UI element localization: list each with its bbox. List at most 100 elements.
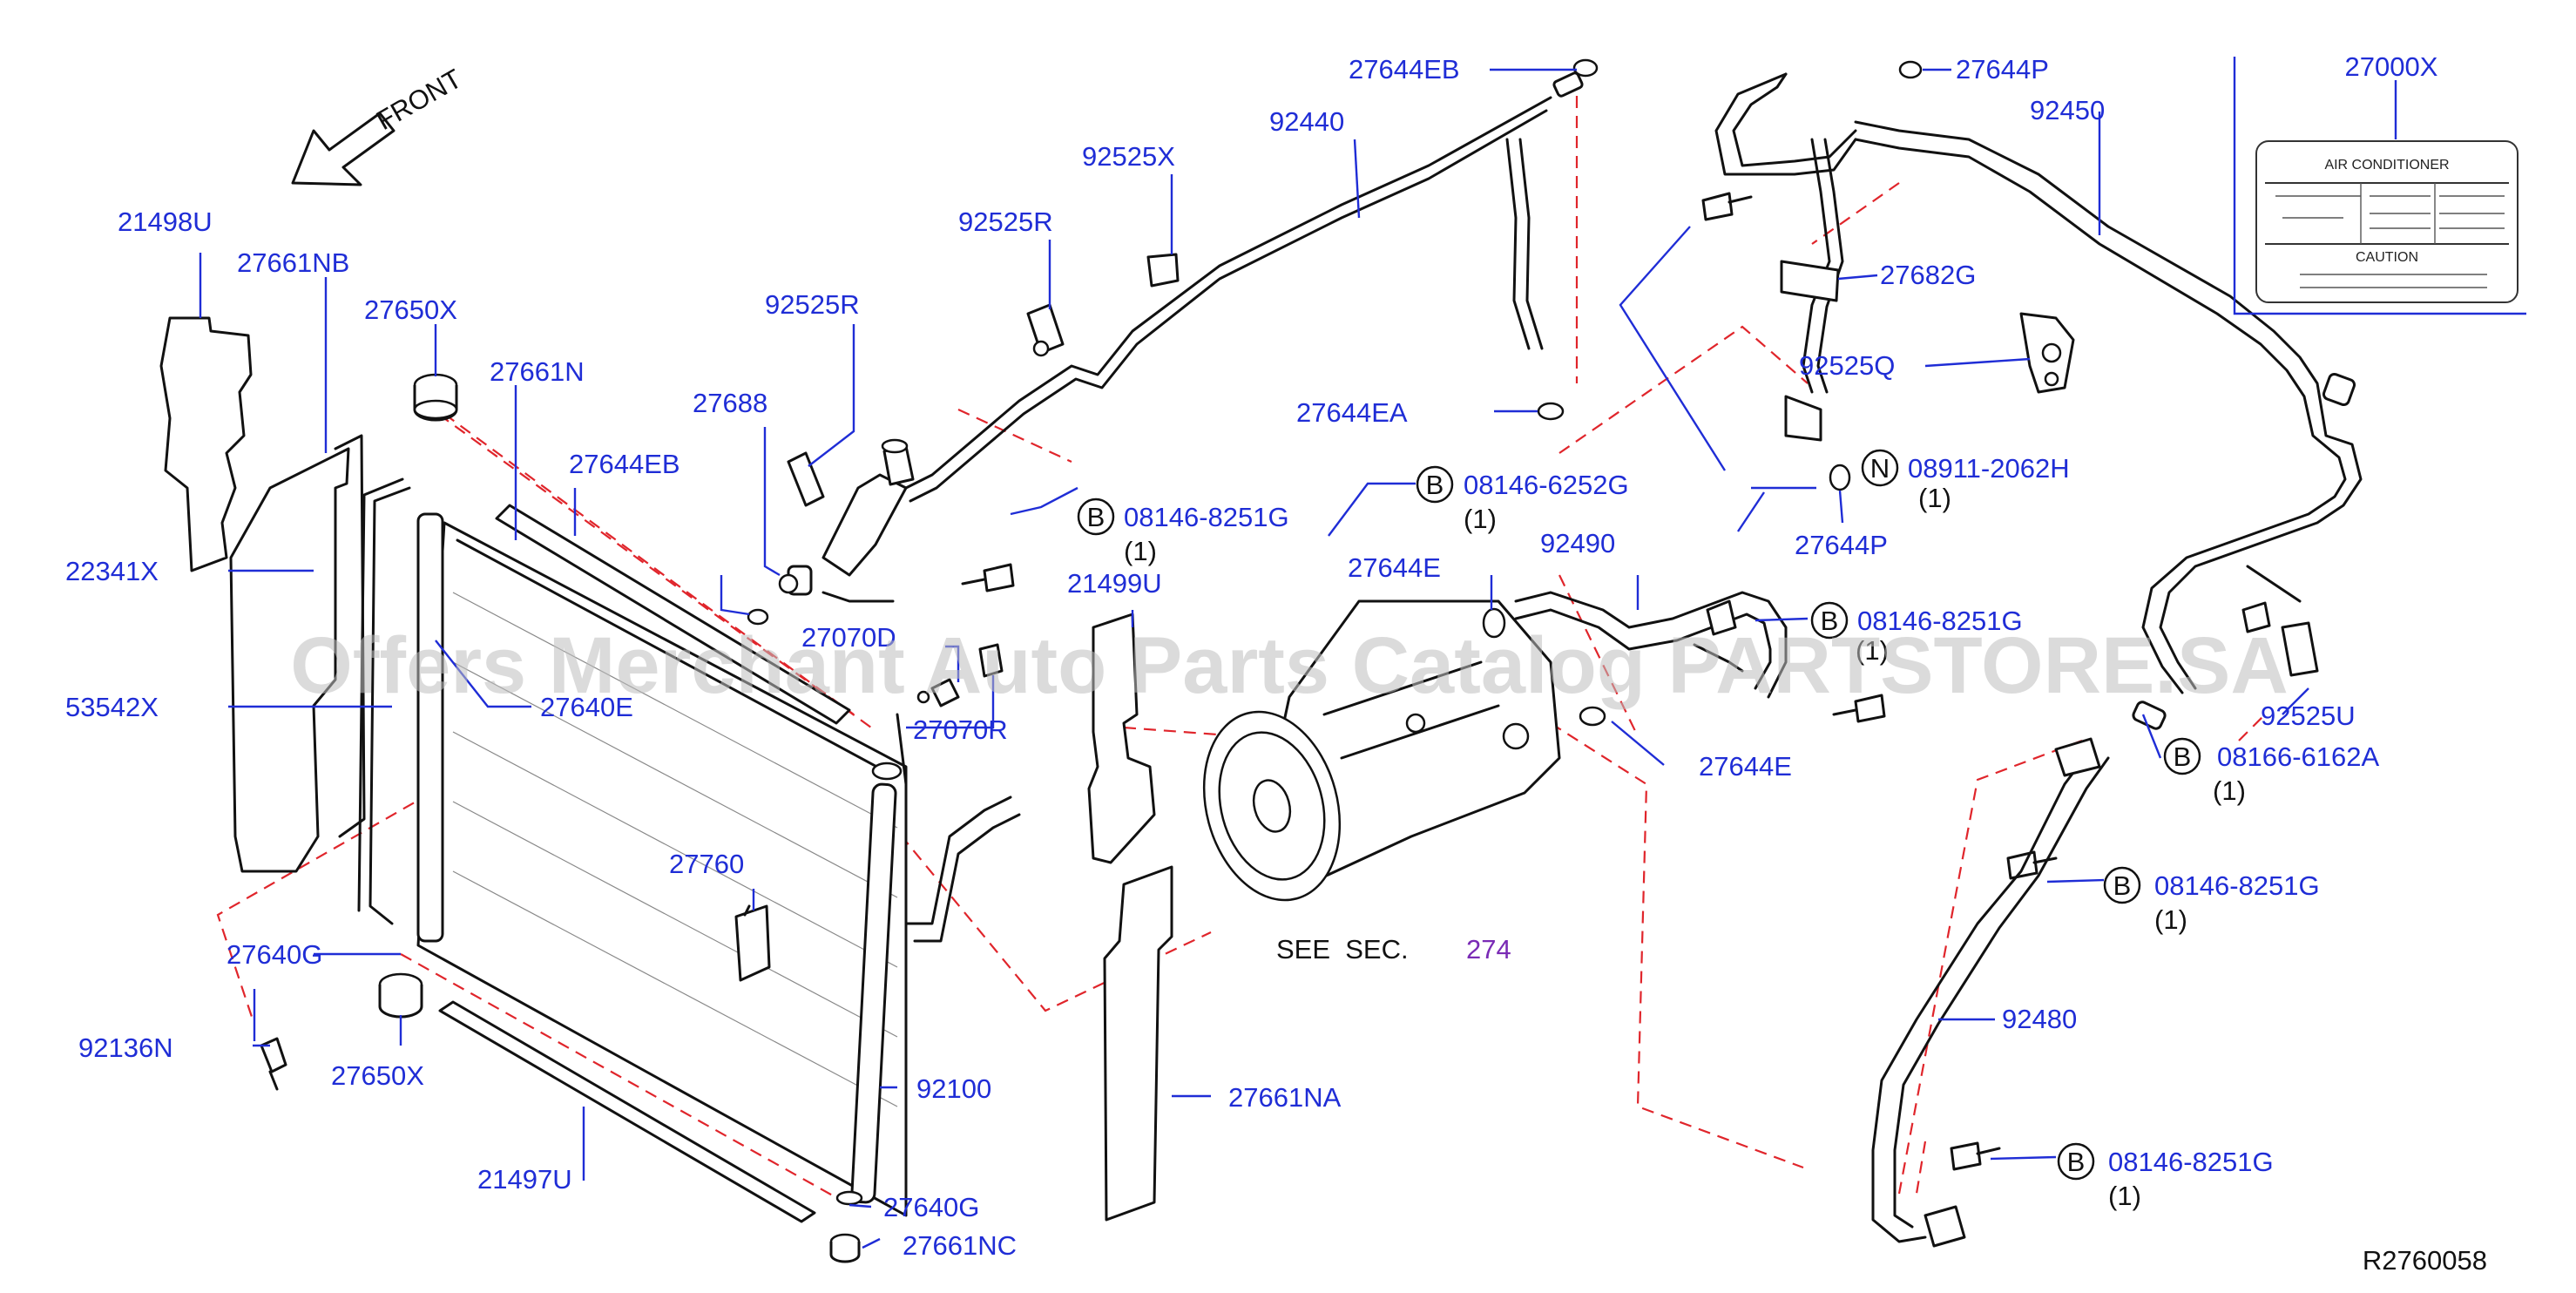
bolt-ref-letter: B — [1087, 502, 1105, 532]
bolt-ref-part: 08146-8251G — [2154, 870, 2320, 901]
label-box-title: AIR CONDITIONER — [2324, 158, 2449, 173]
part-label-27644EB-mid: 27644EB — [569, 449, 680, 479]
receiver-92100 — [850, 713, 1021, 1204]
hose-92440 — [821, 96, 1552, 603]
nut-ref-3: N 08911-2062H (1) — [1861, 449, 2070, 513]
o-ring-27644P-mid — [1829, 464, 1851, 491]
part-label-92525R-b: 92525R — [765, 289, 860, 320]
bolt-08146-8251G-a — [961, 563, 1015, 592]
bushing-27650X-bottom — [378, 972, 423, 1019]
bolt-08146-8251G-c — [2006, 850, 2058, 880]
see-sec-text: SEE SEC. — [1276, 934, 1409, 965]
bolt-08166-6162A — [2241, 601, 2271, 633]
label-box-caution: CAUTION — [2356, 250, 2418, 265]
shield-27661NA — [1103, 865, 1173, 1222]
part-label-21497U: 21497U — [477, 1164, 572, 1195]
clamp-92525X — [1146, 253, 1180, 288]
part-label-92525U: 92525U — [2261, 701, 2356, 731]
watermark: Offers Merchant Auto Parts Catalog PARTS… — [290, 621, 2289, 710]
hose-92490 — [1514, 591, 1788, 699]
clip-92525U — [2246, 565, 2319, 677]
part-label-27661NC: 27661NC — [903, 1230, 1017, 1261]
front-arrow: FRONT — [291, 63, 467, 186]
part-label-92480: 92480 — [2002, 1004, 2077, 1034]
part-label-27644P-mid: 27644P — [1795, 530, 1888, 560]
bolt-ref-part: 08146-8251G — [1124, 502, 1289, 532]
part-label-21499U: 21499U — [1067, 568, 1162, 599]
label-box-27000X: 27000X AIR CONDITIONER CAUTION — [2233, 51, 2526, 315]
bushing-27650X-top — [413, 373, 458, 422]
front-label: FRONT — [371, 63, 467, 136]
clip-92136N — [260, 1037, 287, 1091]
o-ring-27644EB-top — [1572, 58, 1599, 78]
bracket-92525Q — [2019, 312, 2075, 394]
seal-27640G-bottom — [835, 1190, 863, 1206]
clamp-92525R-a — [1026, 303, 1065, 357]
bolt-ref-letter: B — [2113, 870, 2132, 901]
part-label-27650X-bottom: 27650X — [331, 1060, 424, 1091]
part-label-27661N: 27661N — [490, 356, 585, 387]
part-label-21498U: 21498U — [118, 206, 213, 237]
shield-53542X — [229, 447, 350, 873]
part-label-27644E-low: 27644E — [1699, 751, 1792, 782]
part-label-92440: 92440 — [1269, 106, 1344, 137]
part-label-92450: 92450 — [2030, 95, 2105, 125]
bolt-ref-6: B 08146-8251G (1) — [2103, 866, 2320, 935]
part-label-27661NB: 27661NB — [237, 247, 349, 278]
bolt-ref-letter: B — [1821, 606, 1839, 636]
part-label-22341X: 22341X — [65, 556, 159, 586]
compressor — [1202, 599, 1561, 902]
bolt-ref-letter: B — [2067, 1147, 2086, 1177]
shield-21499U — [1087, 613, 1156, 864]
see-section-reference: SEE SEC. 274 — [1276, 934, 1511, 965]
bolt-ref-qty: (1) — [1856, 635, 1889, 666]
part-label-27070D: 27070D — [801, 622, 896, 653]
bolt-ref-qty: (1) — [2213, 775, 2246, 806]
part-label-92100: 92100 — [916, 1073, 991, 1104]
bolt-ref-part: 08166-6162A — [2217, 741, 2379, 772]
clip-27070D — [916, 678, 960, 707]
bolt-08146-6252G — [1701, 192, 1753, 221]
fitting-27688 — [747, 565, 813, 626]
part-label-27000X: 27000X — [2345, 51, 2438, 82]
seal-bar-27644EB — [495, 504, 851, 725]
part-label-27644E-top: 27644E — [1348, 552, 1441, 583]
clip-27070R — [978, 643, 1004, 678]
bolt-ref-qty: (1) — [1464, 504, 1497, 534]
part-label-27661NA: 27661NA — [1228, 1082, 1342, 1113]
part-label-27682G: 27682G — [1880, 260, 1976, 290]
bolt-ref-letter: B — [2174, 741, 2192, 772]
part-label-92490: 92490 — [1540, 528, 1615, 558]
bolt-ref-4: B 08146-8251G (1) — [1810, 601, 2023, 666]
part-label-27070R: 27070R — [913, 714, 1008, 745]
nut-ref-letter: N — [1870, 453, 1890, 484]
part-label-53542X: 53542X — [65, 692, 159, 722]
bolt-ref-part: 08146-8251G — [2108, 1147, 2274, 1177]
part-label-27640G-bottom: 27640G — [883, 1192, 979, 1222]
bolt-08146-8251G-b — [1832, 694, 1886, 723]
part-label-92136N: 92136N — [78, 1032, 173, 1063]
bolt-ref-7: B 08146-8251G (1) — [2057, 1142, 2274, 1211]
o-ring-27644E-top — [1482, 607, 1506, 639]
bolt-ref-qty: (1) — [2154, 904, 2187, 935]
part-label-27644P-top: 27644P — [1956, 54, 2049, 85]
see-sec-number[interactable]: 274 — [1466, 934, 1511, 965]
part-labels: 21498U 27661NB 27650X 27661N 27644EB 276… — [65, 54, 2356, 1261]
hose-92450 — [1714, 72, 2363, 730]
fitting-92440-end — [1552, 71, 1584, 98]
diagram-code: R2760058 — [2363, 1245, 2487, 1276]
nut-ref-part: 08911-2062H — [1908, 453, 2070, 484]
bolt-ref-letter: B — [1426, 470, 1444, 500]
bolt-ref-qty: (1) — [2108, 1181, 2141, 1211]
o-ring-27644E-low — [1579, 706, 1606, 727]
clamp-27682G — [1780, 260, 1840, 302]
part-label-27640G-left: 27640G — [226, 939, 322, 970]
seal-bar-21497U — [438, 1000, 816, 1223]
leader-lines — [199, 68, 2309, 1249]
bushing-27661NC — [829, 1233, 861, 1263]
part-label-27650X-top: 27650X — [364, 294, 457, 325]
part-label-92525R-a: 92525R — [958, 206, 1053, 237]
nut-ref-qty: (1) — [1918, 483, 1951, 513]
part-label-27640E: 27640E — [540, 692, 633, 722]
bolt-ref-qty: (1) — [1124, 536, 1157, 566]
